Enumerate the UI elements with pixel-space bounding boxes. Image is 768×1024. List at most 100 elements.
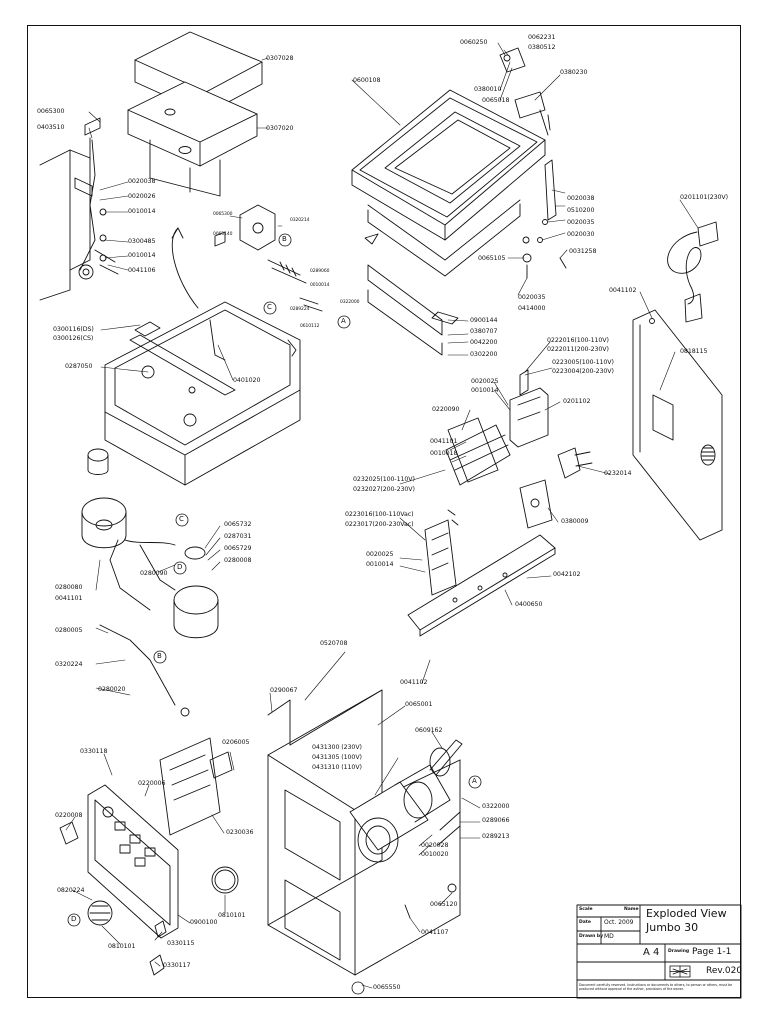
part-label: 0020025 — [366, 551, 394, 558]
part-label: 0230036 — [226, 829, 254, 836]
drawn-by-label: Drawn by — [579, 934, 604, 939]
part-label: 0020025 — [471, 378, 499, 385]
part-label: 0900100 — [190, 919, 218, 926]
part-label: 0020038 — [128, 178, 156, 185]
part-label: 0510200 — [567, 207, 595, 214]
part-label: 0403510 — [37, 124, 65, 131]
part-label: 0220090 — [432, 406, 460, 413]
part-label: 0300485 — [128, 238, 156, 245]
copyright-notice: Document carefully reserved. Instruction… — [579, 983, 733, 991]
part-label: 0020026 — [128, 193, 156, 200]
power-cord — [667, 221, 719, 323]
part-label: 0223017(200-230Vac) — [345, 521, 414, 528]
part-label: 0010014 — [471, 387, 499, 394]
part-label: 0330117 — [163, 962, 191, 969]
title-block-grid — [576, 904, 742, 999]
part-label: 0042102 — [553, 571, 581, 578]
drawing-subtitle: Jumbo 30 — [646, 921, 699, 934]
callout-letter: C — [179, 515, 184, 523]
part-label: 0010014 — [366, 561, 394, 568]
part-label: 0010014 — [128, 252, 156, 259]
base-tray — [104, 227, 301, 486]
part-label: 0320224 — [55, 661, 83, 668]
part-label: 0322000 — [482, 803, 510, 810]
part-label: 0062231 — [528, 34, 556, 41]
part-label: 0020035 — [567, 219, 595, 226]
part-label: 0280080 — [55, 584, 83, 591]
part-label: 0031258 — [569, 248, 597, 255]
part-label: 0020030 — [567, 231, 595, 238]
part-label: 0010018 — [430, 450, 458, 457]
control-module — [214, 204, 323, 357]
part-label-small: 0010014 — [310, 283, 330, 288]
callout-letter: D — [177, 563, 183, 571]
lid-plates — [127, 31, 263, 197]
part-label: 0220008 — [55, 812, 83, 819]
callout-letter: B — [157, 652, 162, 660]
drawing-label: Drawing — [668, 949, 690, 954]
back-panel — [632, 309, 723, 541]
leader-lines — [65, 42, 699, 989]
part-label: 0041102 — [400, 679, 428, 686]
part-label: 0287031 — [224, 533, 252, 540]
callout-circles — [67, 233, 482, 995]
part-label: 0307028 — [266, 55, 294, 62]
page-number: Page 1-1 — [692, 947, 732, 957]
date-label: Date — [579, 920, 591, 925]
part-label: 0820224 — [57, 887, 85, 894]
callout-letter: A — [341, 317, 346, 325]
part-label: 0330115 — [167, 940, 195, 947]
part-label: 0010014 — [128, 208, 156, 215]
bottom-housing — [267, 689, 461, 976]
part-label: 0201102 — [563, 398, 591, 405]
part-label: 0065105 — [478, 255, 506, 262]
part-label: 0302200 — [470, 351, 498, 358]
part-label: 0065550 — [373, 984, 401, 991]
part-label: 0206005 — [222, 739, 250, 746]
part-label: 0414000 — [518, 305, 546, 312]
part-label: 0232027(200-230V) — [353, 486, 415, 493]
part-label: 0065001 — [405, 701, 433, 708]
part-label: 0900144 — [470, 317, 498, 324]
terminal-block — [445, 417, 511, 526]
left-bracket — [39, 117, 119, 301]
part-label: 0020028 — [421, 842, 449, 849]
part-label: 0065300 — [37, 108, 65, 115]
part-label: 0280008 — [224, 557, 252, 564]
motor — [349, 739, 463, 919]
part-label-small: 0065140 — [213, 232, 233, 237]
part-label: 0232025(100-110V) — [353, 476, 415, 483]
part-label-small: 0289224 — [290, 307, 310, 312]
part-label: 0222016(100-110V) — [547, 337, 609, 344]
transformer — [509, 369, 593, 479]
part-label: 0380512 — [528, 44, 556, 51]
part-label: 0223005(100-110V) — [552, 359, 614, 366]
part-label: 0280005 — [55, 627, 83, 634]
callout-letter: D — [71, 915, 77, 923]
part-label: 0201101(230V) — [680, 194, 728, 201]
part-label: 0041107 — [421, 929, 449, 936]
part-label: 0380707 — [470, 328, 498, 335]
callout-letter: B — [282, 235, 287, 243]
callout-letter: A — [472, 777, 477, 785]
part-label: 0300126(CS) — [53, 335, 94, 342]
part-label: 0287050 — [65, 363, 93, 370]
part-label: 0380010 — [474, 86, 502, 93]
part-label-small: 0322000 — [340, 300, 360, 305]
part-label: 0400650 — [515, 601, 543, 608]
drawn-by-value: MD — [604, 933, 614, 940]
part-label: 0041106 — [128, 267, 156, 274]
part-label: 0280020 — [98, 686, 126, 693]
part-label: 0431300 (230V) — [312, 744, 362, 751]
part-label: 0041101 — [430, 438, 458, 445]
part-label: 0810101 — [218, 912, 246, 919]
part-label-small: 0289060 — [310, 269, 330, 274]
base-plate — [407, 479, 556, 637]
part-label: 0289066 — [482, 817, 510, 824]
part-label-small: 0610112 — [300, 324, 320, 329]
part-label: 0401020 — [233, 377, 261, 384]
part-label: 0600108 — [353, 77, 381, 84]
part-label: 0307020 — [266, 125, 294, 132]
